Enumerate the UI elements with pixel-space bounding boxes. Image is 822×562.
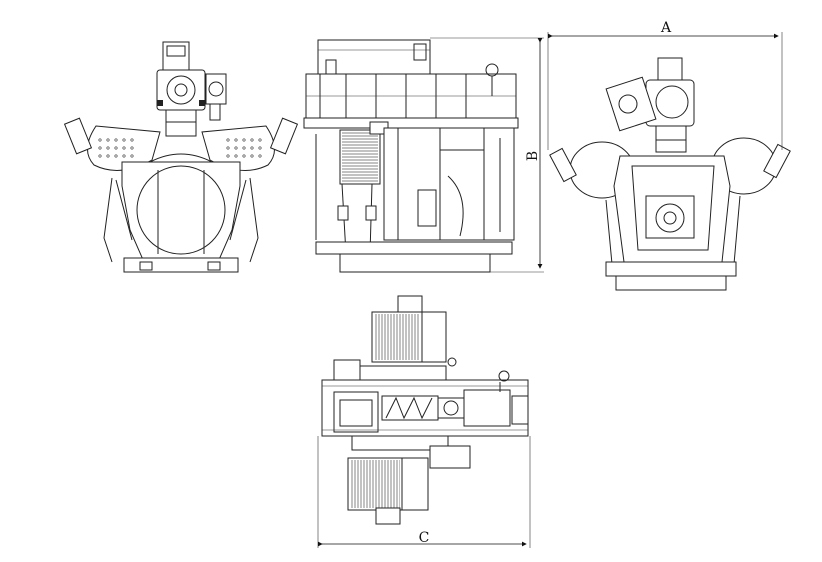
dimension-label-b: B — [525, 151, 541, 161]
top-view — [317, 295, 531, 548]
dimension-label-c: C — [419, 530, 430, 546]
rear-view — [547, 32, 791, 291]
dimension-label-a: A — [660, 20, 672, 36]
front-view — [63, 41, 299, 273]
side-view — [303, 37, 544, 273]
